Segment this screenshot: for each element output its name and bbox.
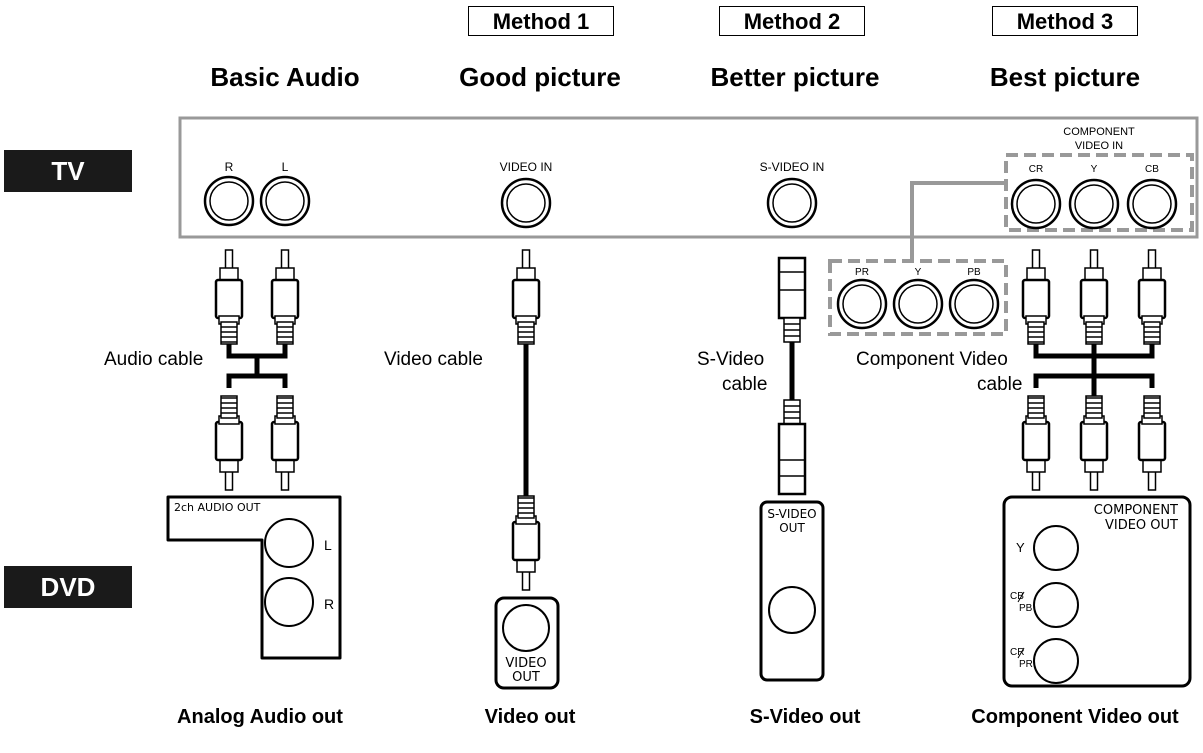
adapter-pb-label: PB	[967, 267, 981, 278]
dvd-svideo-panel: S-VIDEO OUT	[759, 500, 825, 682]
tv-svideo-in-jack	[766, 177, 818, 229]
dvd-component-label-line2: VIDEO OUT	[1105, 518, 1178, 533]
adapter-y-jack	[892, 278, 944, 330]
dvd-audio-panel: 2ch AUDIO OUT L R	[166, 495, 342, 660]
component-cable-label-line2: cable	[977, 374, 1023, 395]
svideo-cable	[777, 256, 807, 496]
heading-best-picture: Best picture	[989, 62, 1141, 92]
tv-l-label: L	[282, 160, 289, 174]
dvd-svideo-label-line1: S-VIDEO	[767, 507, 816, 521]
dvd-component-panel: COMPONENT VIDEO OUT Y CB PB CR PR	[1002, 495, 1192, 688]
heading-better-picture: Better picture	[710, 62, 880, 92]
footer-svideo-out: S-Video out	[749, 706, 861, 728]
adapter-pr-jack	[836, 278, 888, 330]
dvd-comp-y-label: Y	[1016, 540, 1025, 555]
component-adapter-leader	[910, 181, 1006, 241]
tv-label: TV	[4, 150, 132, 192]
tv-y-label: Y	[1091, 164, 1098, 175]
footer-analog-audio-out: Analog Audio out	[177, 706, 343, 728]
svideo-cable-label-line1: S-Video	[697, 349, 765, 370]
dvd-video-label-line1: VIDEO	[505, 656, 546, 671]
method-1-label: Method 1	[468, 6, 614, 36]
video-cable-label: Video cable	[384, 349, 483, 370]
heading-good-picture: Good picture	[459, 62, 621, 92]
dvd-audio-title: 2ch AUDIO OUT	[174, 501, 261, 514]
dvd-component-label-line1: COMPONENT	[1094, 503, 1178, 518]
tv-audio-l-jack	[259, 175, 311, 227]
adapter-pr-label: PR	[855, 267, 869, 278]
adapter-dashed-box	[828, 259, 1008, 336]
footer-component-video-out: Component Video out	[971, 706, 1179, 728]
adapter-pb-jack	[948, 278, 1000, 330]
tv-cb-label: CB	[1145, 164, 1159, 175]
adapter-y-label: Y	[915, 267, 922, 278]
svideo-cable-label-line2: cable	[722, 374, 768, 395]
dvd-audio-r-label: R	[324, 596, 334, 612]
method-3-label: Method 3	[992, 6, 1138, 36]
dvd-svideo-label-line2: OUT	[779, 521, 805, 535]
tv-component-cb-jack	[1126, 178, 1178, 230]
footer-video-out: Video out	[484, 706, 576, 728]
heading-basic-audio: Basic Audio	[210, 62, 360, 92]
video-cable	[511, 248, 541, 592]
tv-cr-label: CR	[1029, 164, 1043, 175]
audio-cable	[214, 248, 300, 492]
dvd-label: DVD	[4, 566, 132, 608]
tv-panel	[178, 116, 1199, 239]
dvd-comp-pr-label: PR	[1019, 659, 1033, 670]
dvd-video-label-line2: OUT	[512, 670, 540, 685]
tv-component-cr-jack	[1010, 178, 1062, 230]
tv-component-dashed-box	[1004, 153, 1194, 232]
tv-video-in-label: VIDEO IN	[500, 160, 553, 174]
tv-r-label: R	[225, 160, 234, 174]
tv-component-label-line1: COMPONENT	[1063, 126, 1135, 138]
tv-audio-r-jack	[203, 175, 255, 227]
tv-video-in-jack	[500, 177, 552, 229]
method-2-label: Method 2	[719, 6, 865, 36]
dvd-comp-cb-label: CB	[1010, 591, 1024, 602]
audio-cable-label: Audio cable	[104, 349, 204, 370]
component-cable-label-line1: Component Video	[856, 349, 1008, 370]
dvd-video-panel: VIDEO OUT	[494, 596, 560, 690]
dvd-comp-cr-label: CR	[1010, 647, 1024, 658]
tv-component-label-line2: VIDEO IN	[1075, 140, 1123, 152]
dvd-audio-l-label: L	[324, 537, 332, 553]
tv-component-y-jack	[1068, 178, 1120, 230]
tv-svideo-in-label: S-VIDEO IN	[760, 160, 825, 174]
component-cable	[1021, 248, 1167, 492]
dvd-comp-pb-label: PB	[1019, 603, 1033, 614]
